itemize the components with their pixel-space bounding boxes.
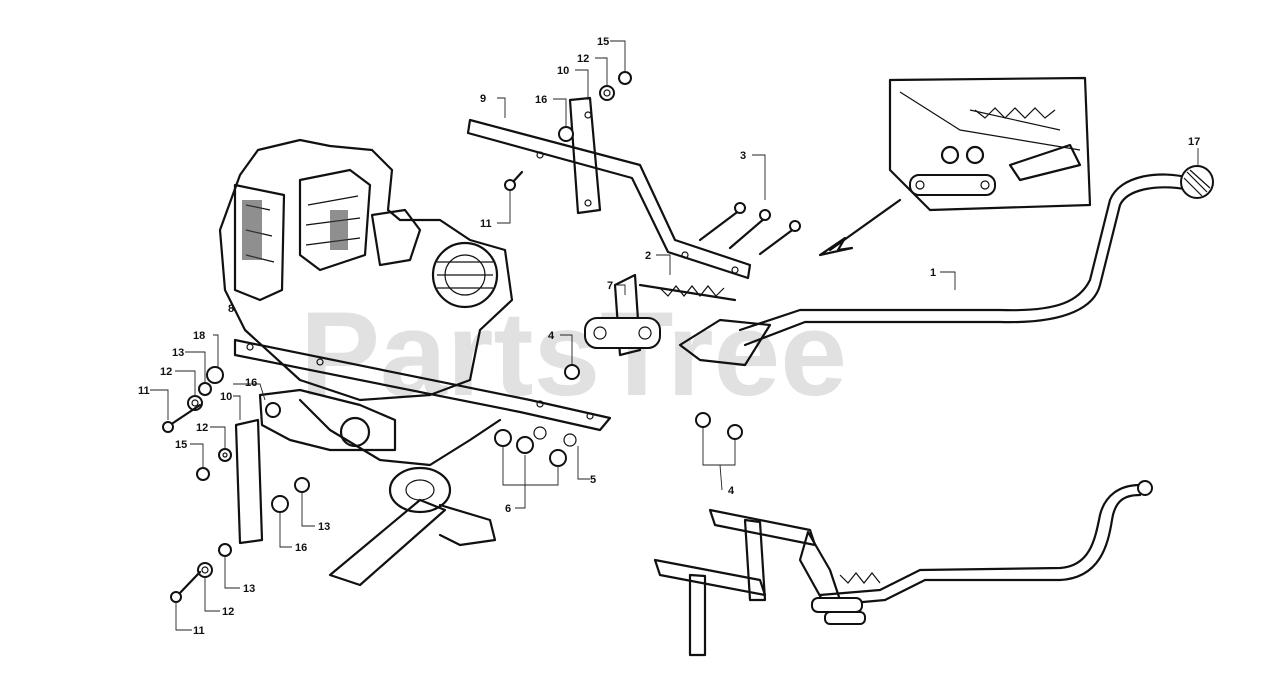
callout-16-top: 16 — [535, 94, 547, 106]
callout-10-top: 10 — [557, 65, 569, 77]
callouts: 15 12 10 16 9 11 3 2 7 1 17 4 4 5 6 8 18… — [138, 36, 1200, 637]
callout-15-top: 15 — [597, 36, 609, 48]
callout-13-mid: 13 — [318, 521, 330, 533]
callout-12-top: 12 — [577, 53, 589, 65]
lower-frame-bar — [233, 338, 612, 432]
callout-6: 6 — [505, 503, 511, 515]
callout-12-bottom: 12 — [222, 606, 234, 618]
callout-4-right: 4 — [728, 485, 735, 497]
callout-8: 8 — [228, 303, 234, 315]
lower-strap — [234, 418, 264, 545]
hardware — [162, 71, 801, 603]
callout-18: 18 — [193, 330, 205, 342]
linkage-plates — [584, 273, 772, 367]
callout-2: 2 — [645, 250, 651, 262]
callout-4-left: 4 — [548, 330, 555, 342]
callout-11-left: 11 — [138, 385, 150, 397]
callout-3: 3 — [740, 150, 746, 162]
callout-9: 9 — [480, 93, 486, 105]
callout-11-bottom: 11 — [193, 625, 205, 637]
callout-12-mid: 12 — [196, 422, 208, 434]
callout-16-mid: 16 — [295, 542, 307, 554]
assembly-view — [653, 480, 1153, 657]
callout-13-bottom: 13 — [243, 583, 255, 595]
callout-7: 7 — [607, 280, 613, 292]
engine-assembly — [218, 138, 514, 587]
callout-11-top: 11 — [480, 218, 492, 230]
callout-5: 5 — [590, 474, 596, 486]
shift-lever — [738, 165, 1214, 347]
callout-13-left: 13 — [172, 347, 184, 359]
upper-strap — [568, 96, 602, 215]
callout-12-left: 12 — [160, 366, 172, 378]
callout-1: 1 — [930, 267, 936, 279]
callout-17: 17 — [1188, 136, 1200, 148]
callout-10-left: 10 — [220, 391, 232, 403]
callout-15-left: 15 — [175, 439, 187, 451]
detail-inset — [818, 76, 1092, 257]
watermark-logo: PartsTree — [300, 287, 847, 421]
callout-16-left: 16 — [245, 377, 257, 389]
upper-bracket — [466, 118, 752, 280]
leader-lines — [150, 40, 1199, 631]
